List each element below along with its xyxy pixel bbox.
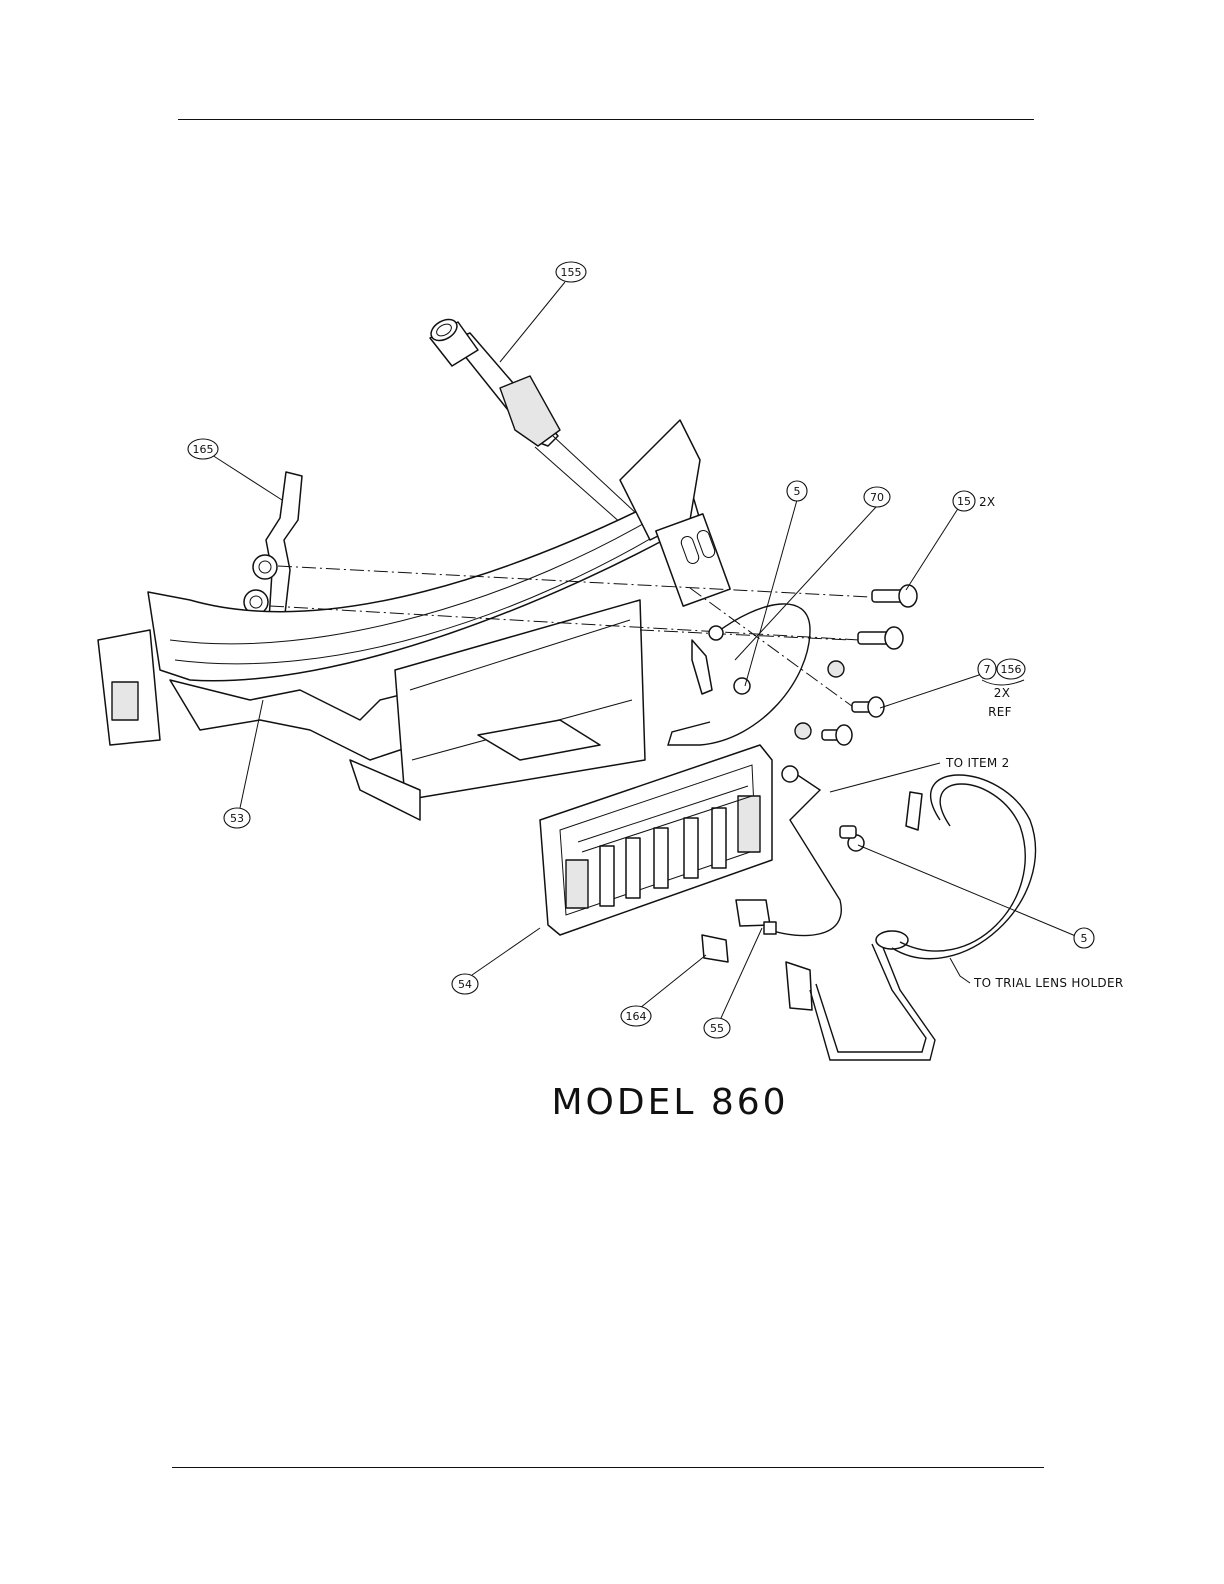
callout-70-label: 70 (870, 491, 884, 504)
callout-164: 164 (621, 1006, 651, 1026)
callout-5-lower-label: 5 (1081, 932, 1088, 945)
callout-53: 53 (224, 808, 250, 828)
callout-156-ref: REF (988, 705, 1012, 719)
callout-7-156: 7 156 2X REF (978, 659, 1025, 719)
callout-156-qty: 2X (994, 686, 1010, 700)
callout-165-label: 165 (193, 443, 214, 456)
tube-part-155 (427, 315, 652, 540)
callout-70: 70 (864, 487, 890, 507)
callout-5-lower: 5 (1074, 928, 1094, 948)
callout-15: 15 2X (953, 491, 995, 511)
ground-wire-part-70 (668, 604, 810, 745)
callout-55: 55 (704, 1018, 730, 1038)
callout-164-label: 164 (626, 1010, 647, 1023)
callout-15-label: 15 (957, 495, 971, 508)
note-to-trial-lens-holder: TO TRIAL LENS HOLDER (973, 976, 1124, 990)
callout-155: 155 (556, 262, 586, 282)
callout-155-label: 155 (561, 266, 582, 279)
trial-lens-cable (786, 775, 1035, 1060)
callout-54: 54 (452, 974, 478, 994)
callout-53-label: 53 (230, 812, 244, 825)
drawing-title: MODEL 860 (551, 1082, 788, 1123)
callout-54-label: 54 (458, 978, 472, 991)
callout-55-label: 55 (710, 1022, 724, 1035)
main-frame-part-53 (98, 420, 730, 820)
note-to-item: TO ITEM 2 (945, 756, 1010, 770)
callout-15-qty: 2X (979, 495, 995, 509)
callout-7-label: 7 (984, 663, 991, 676)
callout-165: 165 (188, 439, 218, 459)
callout-5-upper: 5 (787, 481, 807, 501)
callout-156-label: 156 (1001, 663, 1022, 676)
callout-5-upper-label: 5 (794, 485, 801, 498)
